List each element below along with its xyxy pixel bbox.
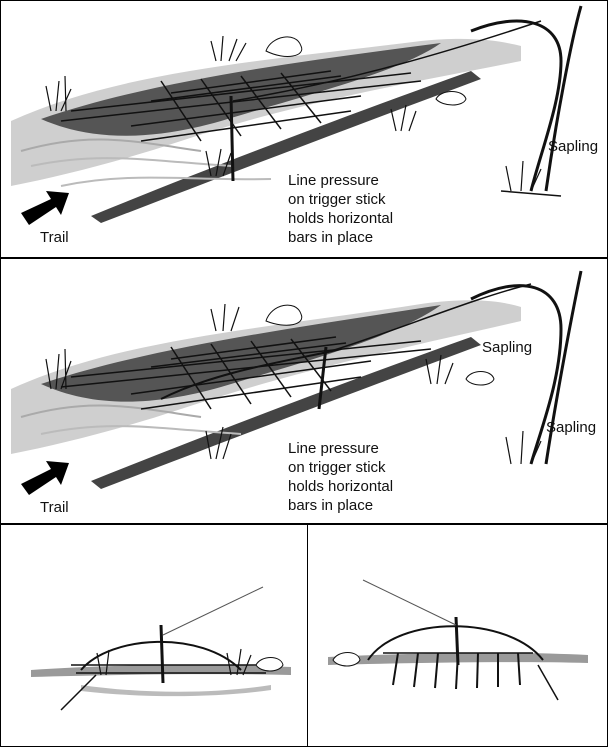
middle-sapling-label-lower: Sapling (546, 419, 597, 436)
caption-line: Line pressure (288, 172, 379, 189)
divider (1, 523, 607, 525)
grass (45, 35, 542, 192)
grass (96, 648, 252, 676)
trigger-line (232, 20, 542, 102)
trigger-stick (317, 346, 328, 410)
side-view-illustration (31, 586, 291, 711)
bottom-left-panel (1, 525, 307, 746)
divider (1, 257, 607, 259)
middle-sapling-label-upper: Sapling (482, 339, 533, 356)
trail-shadow (41, 305, 441, 402)
middle-panel-illustration (11, 270, 583, 495)
top-trail-label: Trail (40, 229, 69, 246)
divider (307, 525, 308, 746)
caption-line: on trigger stick (288, 191, 386, 208)
rock (255, 657, 284, 672)
caption-line: bars in place (288, 229, 374, 246)
trail-arrow-icon (21, 461, 69, 495)
bottom-right-panel (308, 525, 607, 746)
trigger-line (362, 579, 457, 626)
rock (435, 91, 467, 106)
bow-arc (80, 640, 242, 671)
caption-line: holds horizontal (288, 478, 394, 495)
trigger-line (162, 586, 264, 636)
rock (265, 304, 303, 326)
trigger-stick (454, 616, 460, 666)
top-panel: Sapling Trail Line pressure on trigger s… (1, 1, 607, 257)
trail-edge (91, 71, 481, 223)
caption-line: holds horizontal (288, 210, 394, 227)
middle-caption: Line pressure on trigger stick holds hor… (288, 439, 393, 515)
top-panel-illustration (11, 5, 583, 225)
rock (332, 652, 361, 667)
trail-arrow-icon (21, 191, 69, 225)
trail-edge (91, 337, 481, 489)
trigger-line (330, 283, 532, 352)
deadfall-grid (60, 70, 422, 142)
middle-trail-label: Trail (40, 499, 69, 516)
grass (45, 303, 542, 465)
caption-line: bars in place (288, 497, 374, 514)
top-caption: Line pressure on trigger stick holds hor… (288, 171, 393, 247)
top-sapling-label: Sapling (548, 138, 599, 155)
trigger-stick (229, 95, 235, 182)
sapling (470, 284, 563, 465)
ground (31, 664, 291, 677)
bow-arc (367, 625, 544, 661)
front-view-illustration (328, 579, 588, 701)
caption-line: Line pressure (288, 440, 379, 457)
trail-ground (11, 300, 521, 454)
sapling (470, 19, 563, 192)
deadfall-grid (60, 336, 432, 410)
caption-line: on trigger stick (288, 459, 386, 476)
trigger-stick (159, 624, 165, 684)
rock (265, 36, 303, 57)
middle-panel: Sapling Sapling Trail Line pressure on t… (1, 259, 607, 523)
rock (465, 371, 495, 386)
